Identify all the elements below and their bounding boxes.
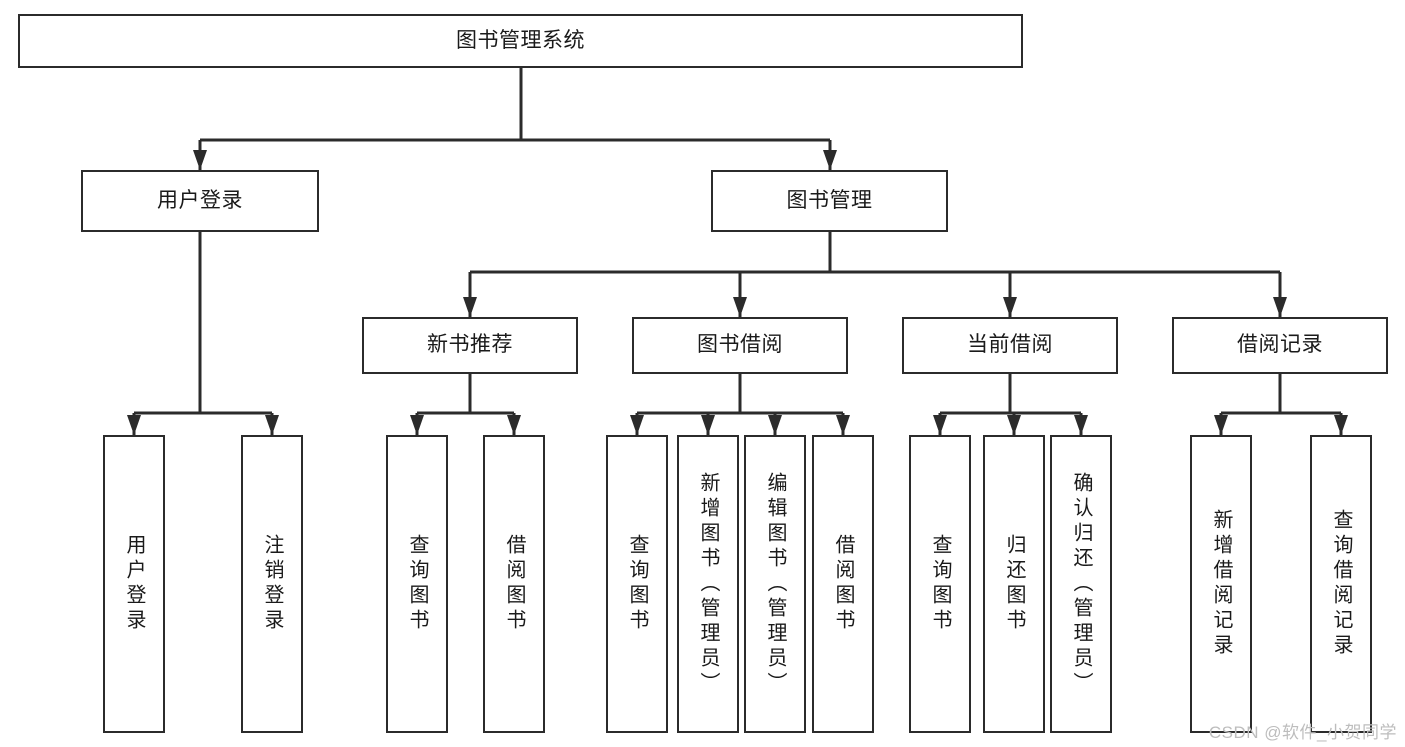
node-label: 借阅记录 — [1237, 333, 1323, 357]
node-label: 新书推荐 — [427, 333, 513, 357]
node-label: 借阅图书 — [832, 534, 854, 634]
node-l-q2[interactable]: 查询图书 — [606, 435, 668, 733]
node-label: 查询图书 — [406, 534, 428, 634]
node-root[interactable]: 图书管理系统 — [18, 14, 1023, 68]
node-l-qrec[interactable]: 查询借阅记录 — [1310, 435, 1372, 733]
arrowhead-icon — [463, 297, 477, 317]
node-login[interactable]: 用户登录 — [81, 170, 319, 232]
node-label: 确认归还（管理员） — [1070, 471, 1092, 697]
node-current[interactable]: 当前借阅 — [902, 317, 1118, 374]
node-label: 注销登录 — [261, 534, 283, 634]
node-label: 图书借阅 — [697, 333, 783, 357]
node-l-add[interactable]: 新增图书（管理员） — [677, 435, 739, 733]
arrowhead-icon — [701, 415, 715, 435]
arrowhead-icon — [507, 415, 521, 435]
node-label: 用户登录 — [123, 534, 145, 634]
node-l-logout[interactable]: 注销登录 — [241, 435, 303, 733]
arrowhead-icon — [768, 415, 782, 435]
node-label: 当前借阅 — [967, 333, 1053, 357]
arrowhead-icon — [1074, 415, 1088, 435]
node-label: 图书管理 — [786, 188, 873, 212]
node-l-edit[interactable]: 编辑图书（管理员） — [744, 435, 806, 733]
arrowhead-icon — [265, 415, 279, 435]
node-label: 借阅图书 — [503, 534, 525, 634]
arrowhead-icon — [733, 297, 747, 317]
arrowhead-icon — [1003, 297, 1017, 317]
arrowhead-icon — [1007, 415, 1021, 435]
node-label: 归还图书 — [1003, 534, 1025, 634]
node-l-confirm[interactable]: 确认归还（管理员） — [1050, 435, 1112, 733]
node-label: 新增图书（管理员） — [697, 471, 719, 697]
node-l-q3[interactable]: 查询图书 — [909, 435, 971, 733]
arrowhead-icon — [127, 415, 141, 435]
arrowhead-icon — [1214, 415, 1228, 435]
arrowhead-icon — [1273, 297, 1287, 317]
node-label: 查询图书 — [626, 534, 648, 634]
node-l-q1[interactable]: 查询图书 — [386, 435, 448, 733]
arrowhead-icon — [1334, 415, 1348, 435]
arrowhead-icon — [410, 415, 424, 435]
node-label: 查询图书 — [929, 534, 951, 634]
arrowhead-icon — [630, 415, 644, 435]
watermark: CSDN @软件_小贺同学 — [1208, 723, 1397, 742]
arrowhead-icon — [823, 150, 837, 170]
arrowhead-icon — [933, 415, 947, 435]
node-label: 编辑图书（管理员） — [764, 471, 786, 697]
node-l-userlogin[interactable]: 用户登录 — [103, 435, 165, 733]
arrowhead-icon — [836, 415, 850, 435]
node-label: 用户登录 — [157, 188, 243, 212]
node-bookmgmt[interactable]: 图书管理 — [711, 170, 948, 232]
node-borrow[interactable]: 图书借阅 — [632, 317, 848, 374]
node-label: 图书管理系统 — [456, 28, 585, 52]
node-label: 查询借阅记录 — [1330, 509, 1352, 659]
node-label: 新增借阅记录 — [1210, 509, 1232, 659]
node-l-b2[interactable]: 借阅图书 — [812, 435, 874, 733]
node-l-addrec[interactable]: 新增借阅记录 — [1190, 435, 1252, 733]
node-l-return[interactable]: 归还图书 — [983, 435, 1045, 733]
node-newbook[interactable]: 新书推荐 — [362, 317, 578, 374]
node-records[interactable]: 借阅记录 — [1172, 317, 1388, 374]
node-l-b1[interactable]: 借阅图书 — [483, 435, 545, 733]
arrowhead-icon — [193, 150, 207, 170]
